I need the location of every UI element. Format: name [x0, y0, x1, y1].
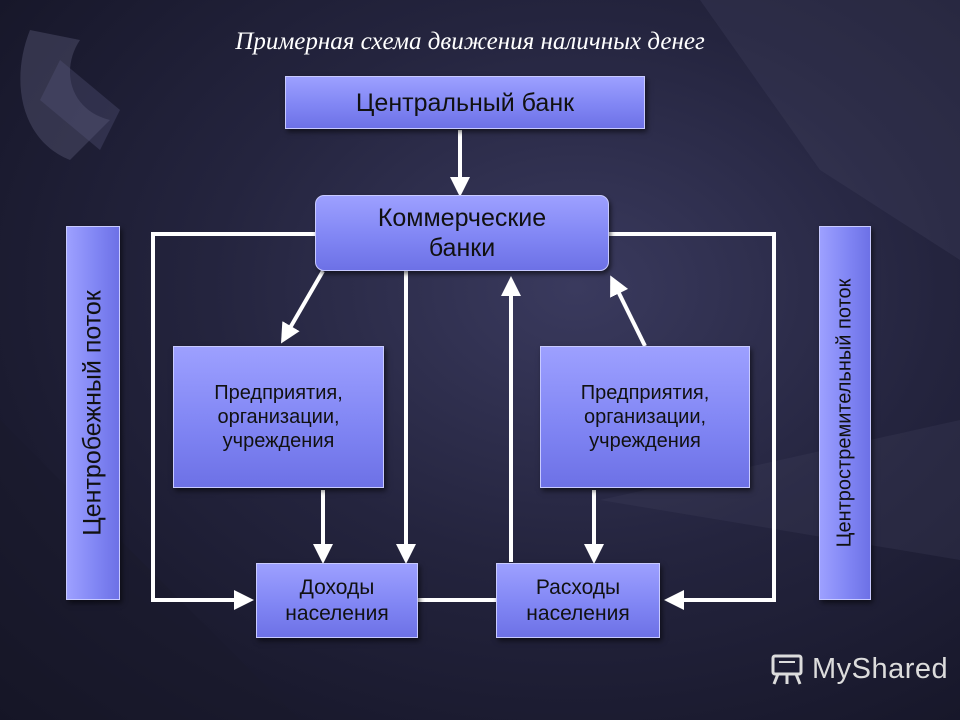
- arrow-enterprises-right-to-commercial: [610, 275, 647, 347]
- household-income-box: Доходы населения: [256, 563, 418, 638]
- diagram-title: Примерная схема движения наличных денег: [235, 28, 705, 55]
- centripetal-flow-label: Центростремительный поток: [819, 226, 871, 600]
- centrifugal-flow-label: Центробежный поток: [66, 226, 120, 600]
- centrifugal-flow-text: Центробежный поток: [78, 290, 107, 536]
- enterprises-left-box: Предприятия, организации, учреждения: [173, 346, 384, 488]
- loop-right: [608, 232, 776, 610]
- central-bank-box: Центральный банк: [285, 76, 645, 129]
- arrow-commercial-to-enterprises-left: [280, 269, 325, 344]
- blackboard-icon: [771, 654, 803, 685]
- commercial-banks-box: Коммерческие банки: [315, 195, 609, 271]
- loop-left: [151, 232, 315, 610]
- household-expenses-box: Расходы населения: [496, 563, 660, 638]
- centripetal-flow-text: Центростремительный поток: [833, 278, 856, 548]
- enterprises-right-box: Предприятия, организации, учреждения: [540, 346, 750, 488]
- logo-text: MyShared: [812, 652, 949, 685]
- myshared-logo: MyShared: [770, 652, 948, 686]
